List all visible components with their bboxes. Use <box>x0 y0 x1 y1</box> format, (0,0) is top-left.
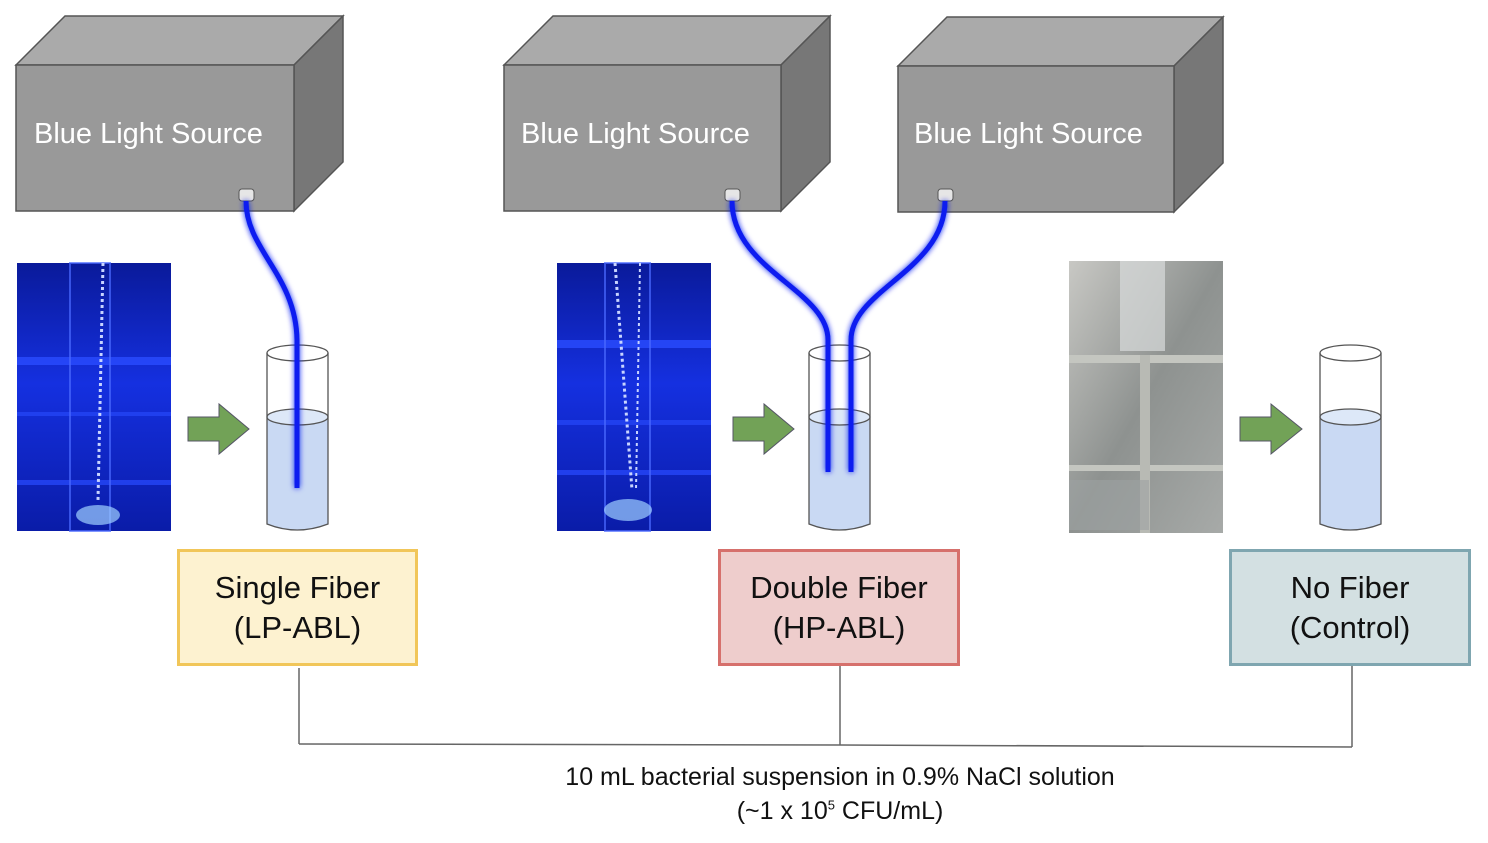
caption-exponent: 5 <box>827 797 835 813</box>
connector-lines <box>298 666 1353 748</box>
optical-fiber <box>243 200 300 488</box>
arrow-right-icon <box>187 402 250 456</box>
caption-line-2: (~1 x 105 CFU/mL) <box>440 797 1240 826</box>
group-box-single-fiber: Single Fiber (LP-ABL) <box>177 549 418 666</box>
photo-no-fiber <box>1069 261 1223 533</box>
group-subtitle: (Control) <box>1289 609 1411 645</box>
group-subtitle: (HP-ABL) <box>772 609 906 645</box>
photo-single-fiber <box>17 262 171 532</box>
light-source-box-2 <box>502 14 832 213</box>
arrow-right-icon <box>732 402 795 456</box>
arrow-right-icon <box>1239 402 1303 456</box>
optical-fiber <box>848 200 948 472</box>
caption-line-1: 10 mL bacterial suspension in 0.9% NaCl … <box>565 763 1115 791</box>
light-source-label: Blue Light Source <box>914 118 1143 150</box>
group-title: Single Fiber <box>214 569 381 605</box>
light-source-label: Blue Light Source <box>521 118 750 150</box>
test-tube-double-fiber <box>808 344 871 531</box>
light-source-box-1 <box>14 14 345 213</box>
fiber-port-icon <box>724 188 741 202</box>
group-title: No Fiber <box>1290 569 1410 605</box>
photo-double-fiber <box>557 262 711 532</box>
fiber-port-icon <box>238 188 255 202</box>
group-subtitle: (LP-ABL) <box>233 609 362 645</box>
light-source-label: Blue Light Source <box>34 118 263 150</box>
caption-suffix: CFU/mL) <box>834 797 944 825</box>
optical-fiber <box>729 200 831 472</box>
group-box-double-fiber: Double Fiber (HP-ABL) <box>718 549 960 666</box>
test-tube-no-fiber <box>1319 344 1382 531</box>
caption-prefix: (~1 x 10 <box>736 797 828 825</box>
group-title: Double Fiber <box>750 569 928 605</box>
fiber-port-icon <box>937 188 954 202</box>
light-source-box-3 <box>896 15 1225 214</box>
group-box-no-fiber: No Fiber (Control) <box>1229 549 1471 666</box>
